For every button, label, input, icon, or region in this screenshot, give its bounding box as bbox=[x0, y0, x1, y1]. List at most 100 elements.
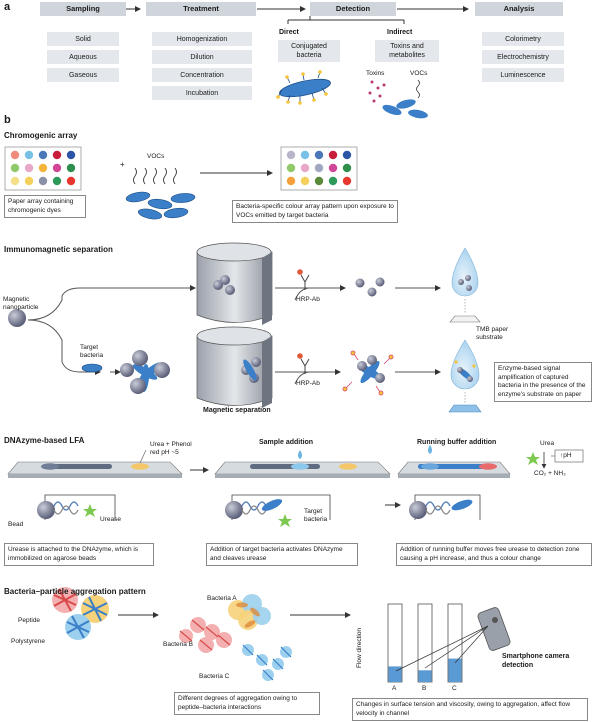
magnet-separator-bottom-icon bbox=[196, 326, 273, 408]
analysis-colorimetry: Colorimetry bbox=[482, 32, 564, 46]
lfa-strip-3-icon bbox=[397, 445, 511, 478]
panel-a-letter: a bbox=[4, 1, 11, 13]
plus-sign: + bbox=[120, 160, 125, 169]
urea-phenol-label: Urea + Phenol red pH ~5 bbox=[150, 441, 192, 456]
dye-dot bbox=[52, 163, 62, 173]
flow-direction-label: Flow direction bbox=[356, 627, 364, 669]
dye-dot bbox=[10, 150, 20, 160]
lfa-arrows bbox=[190, 467, 401, 508]
sampling-aqueous: Aqueous bbox=[47, 50, 119, 64]
dye-dot bbox=[52, 150, 62, 160]
ph-label: ↑pH bbox=[560, 452, 572, 459]
lfa-strip-1-icon bbox=[7, 449, 183, 478]
droplet-top-icon bbox=[449, 247, 481, 323]
indirect-bacteria-icon bbox=[382, 99, 428, 119]
panel-a-arrows bbox=[126, 6, 469, 24]
dnazyme-title: DNAzyme-based LFA bbox=[4, 436, 85, 445]
chromogenic-bacteria-icon bbox=[125, 191, 196, 220]
dye-dot bbox=[328, 150, 338, 160]
header-sampling: Sampling bbox=[40, 2, 126, 16]
dye-dot bbox=[10, 163, 20, 173]
labelled-complex-icon bbox=[342, 350, 394, 396]
dye-dot bbox=[314, 163, 324, 173]
dye-dot bbox=[286, 163, 296, 173]
magnet-separator-top-icon bbox=[196, 242, 273, 325]
header-analysis: Analysis bbox=[475, 2, 563, 16]
direct-title: Direct bbox=[279, 29, 299, 36]
sampling-solid: Solid bbox=[47, 32, 119, 46]
dye-dot bbox=[38, 150, 48, 160]
treatment-incubation: Incubation bbox=[152, 86, 252, 100]
dye-dot bbox=[300, 163, 310, 173]
dnazyme-caption-1: Urease is attached to the DNAzyme, which… bbox=[4, 543, 154, 566]
dye-dot bbox=[286, 176, 296, 186]
target-bacteria-label-2: Target bacteria bbox=[304, 508, 328, 523]
magnetic-separation-label: Magnetic separation bbox=[203, 407, 271, 414]
toxins-label: Toxins bbox=[366, 70, 385, 77]
magnetic-np-label: Magnetic nanoparticle bbox=[3, 296, 39, 311]
dye-dot bbox=[314, 150, 324, 160]
dye-dot bbox=[328, 163, 338, 173]
captured-bacteria-cluster-icon bbox=[120, 350, 170, 394]
dye-dot bbox=[10, 176, 20, 186]
analysis-electrochemistry: Electrochemistry bbox=[482, 50, 564, 64]
header-treatment: Treatment bbox=[146, 2, 256, 16]
droplet-bottom-icon bbox=[448, 339, 482, 413]
smartphone-label: Smartphone camera detection bbox=[502, 653, 570, 669]
dye-dot bbox=[300, 150, 310, 160]
smartphone-icon bbox=[395, 607, 511, 672]
dye-dot bbox=[38, 176, 48, 186]
peptide-particle-icon bbox=[52, 587, 109, 640]
dnazyme-caption-2: Addition of target bacteria activates DN… bbox=[206, 543, 358, 566]
free-particles-icon bbox=[355, 277, 385, 297]
treatment-dilution: Dilution bbox=[152, 50, 252, 64]
voc-wisps-icon bbox=[416, 79, 420, 99]
running-buffer-title: Running buffer addition bbox=[417, 439, 497, 446]
channel-fill-levels bbox=[388, 658, 462, 682]
peptide-label: Peptide bbox=[18, 617, 41, 624]
bead-label: Bead bbox=[8, 521, 24, 528]
channel-fill bbox=[418, 670, 432, 682]
header-detection: Detection bbox=[310, 2, 396, 16]
dye-dot bbox=[342, 176, 352, 186]
dye-dot bbox=[66, 163, 76, 173]
urease-reaction-icon bbox=[526, 449, 584, 469]
dye-dot bbox=[328, 176, 338, 186]
chromogenic-title: Chromogenic array bbox=[4, 131, 78, 140]
dye-dot bbox=[286, 150, 296, 160]
dye-dot bbox=[38, 163, 48, 173]
treatment-concentration: Concentration bbox=[152, 68, 252, 82]
immuno-paths bbox=[27, 285, 441, 385]
chromogenic-caption-right: Bacteria-specific colour array pattern u… bbox=[232, 200, 398, 223]
channel-fill bbox=[388, 666, 402, 682]
immuno-title: Immunomagnetic separation bbox=[4, 245, 113, 254]
treatment-homogenization: Homogenization bbox=[152, 32, 252, 46]
bacteria-c-aggregate-icon bbox=[242, 644, 292, 681]
vocs-label-a: VOCs bbox=[410, 70, 428, 77]
dye-dot bbox=[24, 163, 34, 173]
sampling-gaseous: Gaseous bbox=[47, 68, 119, 82]
chromogenic-caption-left: Paper array containing chromogenic dyes bbox=[4, 195, 86, 218]
dnazyme-bead-2-icon bbox=[225, 494, 331, 527]
conjugated-bacterium-icon bbox=[276, 70, 331, 105]
dye-dot bbox=[342, 163, 352, 173]
target-bacteria-label: Target bacteria bbox=[80, 344, 104, 359]
dnazyme-bead-1-icon bbox=[37, 494, 116, 520]
dye-dot bbox=[300, 176, 310, 186]
immuno-caption: Enzyme-based signal amplification of cap… bbox=[494, 362, 592, 402]
lfa-strip-2-icon bbox=[214, 450, 391, 478]
dye-dots-before bbox=[10, 150, 76, 186]
dye-dots-after bbox=[286, 150, 352, 186]
vocs-label-b: VOCs bbox=[147, 153, 165, 160]
urease-label: Urease bbox=[100, 516, 121, 523]
bacteria-b-label: Bacteria B bbox=[163, 641, 193, 648]
hrp-antibody-bottom-icon bbox=[297, 353, 310, 374]
bacteria-a-label: Bacteria A bbox=[207, 595, 237, 602]
aggregation-title: Bacteria–particle aggregation pattern bbox=[4, 587, 146, 596]
channel-c-label: C bbox=[452, 685, 457, 692]
sample-addition-title: Sample addition bbox=[259, 439, 314, 446]
indirect-text: Toxins and metabolites bbox=[375, 40, 439, 62]
products-label: CO₂ + NH₃ bbox=[534, 470, 566, 477]
hrp-ab-bottom-label: HRP-Ab bbox=[296, 380, 320, 387]
